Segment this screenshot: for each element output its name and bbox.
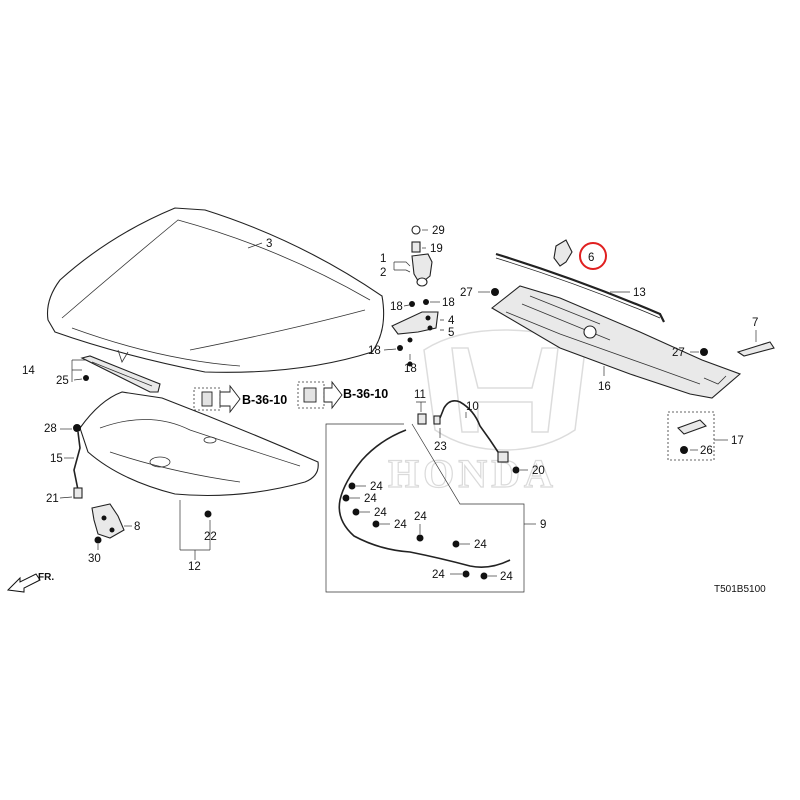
clip-24f[interactable] xyxy=(452,540,460,548)
label-7: 7 xyxy=(752,317,758,329)
joint-10[interactable] xyxy=(497,451,509,463)
label-18b: 18 xyxy=(442,297,455,309)
label-17: 17 xyxy=(731,435,744,447)
label-13: 13 xyxy=(633,287,646,299)
label-6: 6 xyxy=(588,252,594,264)
label-29: 29 xyxy=(432,225,445,237)
front-direction-indicator: FR. xyxy=(6,572,54,593)
label-24h: 24 xyxy=(500,571,513,583)
washer-tube-10[interactable] xyxy=(439,400,499,453)
nozzle-11[interactable] xyxy=(417,413,427,425)
label-26: 26 xyxy=(700,445,713,457)
washer-tube-9[interactable] xyxy=(338,429,511,568)
label-11: 11 xyxy=(414,389,426,401)
label-24g: 24 xyxy=(432,569,445,581)
clip-24d[interactable] xyxy=(372,520,380,528)
front-label: FR. xyxy=(38,572,54,583)
cap-29[interactable] xyxy=(411,225,421,235)
label-12: 12 xyxy=(188,561,201,573)
grommet-28[interactable] xyxy=(73,424,81,432)
hood-front-seal[interactable] xyxy=(80,355,161,393)
label-19: 19 xyxy=(430,243,443,255)
label-24a: 24 xyxy=(370,481,383,493)
label-24b: 24 xyxy=(364,493,377,505)
label-22: 22 xyxy=(204,531,217,543)
box-17 xyxy=(667,411,715,461)
label-24e: 24 xyxy=(414,511,427,523)
clip-24h[interactable] xyxy=(480,572,488,580)
bolt-30[interactable] xyxy=(94,536,102,544)
reference-b[interactable]: B-36-10 xyxy=(297,380,388,410)
seal-17[interactable] xyxy=(677,419,707,435)
hood-latch-8[interactable] xyxy=(91,503,125,539)
clip-25[interactable] xyxy=(83,375,89,381)
label-5: 5 xyxy=(448,327,454,339)
label-28: 28 xyxy=(44,423,57,435)
cowl-side-cover-7[interactable] xyxy=(736,341,775,357)
label-14: 14 xyxy=(22,365,35,377)
watermark-text: HONDA xyxy=(388,451,557,496)
label-3: 3 xyxy=(266,238,272,250)
clip-27b[interactable] xyxy=(700,348,708,356)
label-21: 21 xyxy=(46,493,59,505)
clip-24a[interactable] xyxy=(348,482,356,490)
hood-insulator[interactable] xyxy=(79,391,319,497)
label-24f: 24 xyxy=(474,539,487,551)
label-9: 9 xyxy=(540,519,546,531)
clip-22[interactable] xyxy=(204,510,212,518)
rod-holder-21[interactable] xyxy=(73,487,83,499)
clip-24e[interactable] xyxy=(416,534,424,542)
label-18c: 18 xyxy=(368,345,381,357)
diagram-code: T501B5100 xyxy=(714,584,766,595)
label-2: 2 xyxy=(380,267,386,279)
clip-24g[interactable] xyxy=(462,570,470,578)
label-30: 30 xyxy=(88,553,101,565)
bolt-18a[interactable] xyxy=(409,301,415,307)
clip-24c[interactable] xyxy=(352,508,360,516)
clip-20[interactable] xyxy=(512,466,520,474)
bolt-18c[interactable] xyxy=(397,345,403,351)
reference-a-text: B-36-10 xyxy=(242,393,287,407)
hood-stay-1[interactable] xyxy=(411,253,433,287)
label-23: 23 xyxy=(434,441,447,453)
reference-b-text: B-36-10 xyxy=(343,387,388,401)
highlight-ring-6[interactable] xyxy=(579,242,607,270)
clip-27a[interactable] xyxy=(491,288,499,296)
cowl-seal-rubber-13[interactable] xyxy=(495,252,665,323)
bolt-19[interactable] xyxy=(411,241,421,253)
bolt-18b[interactable] xyxy=(423,299,429,305)
connector-23[interactable] xyxy=(433,415,441,425)
cowl-top-16[interactable] xyxy=(491,285,742,399)
support-rod-15[interactable] xyxy=(73,431,81,491)
hood-hinge-4-5[interactable] xyxy=(391,311,439,335)
label-20: 20 xyxy=(532,465,545,477)
cowl-end-seal-6[interactable] xyxy=(553,239,573,267)
reference-a[interactable]: B-36-10 xyxy=(193,384,287,414)
label-25: 25 xyxy=(56,375,69,387)
hood-panel[interactable] xyxy=(46,207,385,373)
label-16: 16 xyxy=(598,381,611,393)
label-1: 1 xyxy=(380,253,386,265)
clip-26[interactable] xyxy=(680,446,688,454)
honda-watermark: HONDA xyxy=(387,329,586,497)
label-15: 15 xyxy=(50,453,63,465)
bolt-18e[interactable] xyxy=(407,361,413,367)
label-8: 8 xyxy=(134,521,140,533)
label-27b: 27 xyxy=(672,347,685,359)
label-4: 4 xyxy=(448,315,455,327)
label-24d: 24 xyxy=(394,519,407,531)
label-10: 10 xyxy=(466,401,479,413)
bolt-18d[interactable] xyxy=(407,337,413,343)
label-18a: 18 xyxy=(390,301,403,313)
label-24c: 24 xyxy=(374,507,387,519)
label-27a: 27 xyxy=(460,287,473,299)
label-18e: 18 xyxy=(404,363,417,375)
clip-24b[interactable] xyxy=(342,494,350,502)
